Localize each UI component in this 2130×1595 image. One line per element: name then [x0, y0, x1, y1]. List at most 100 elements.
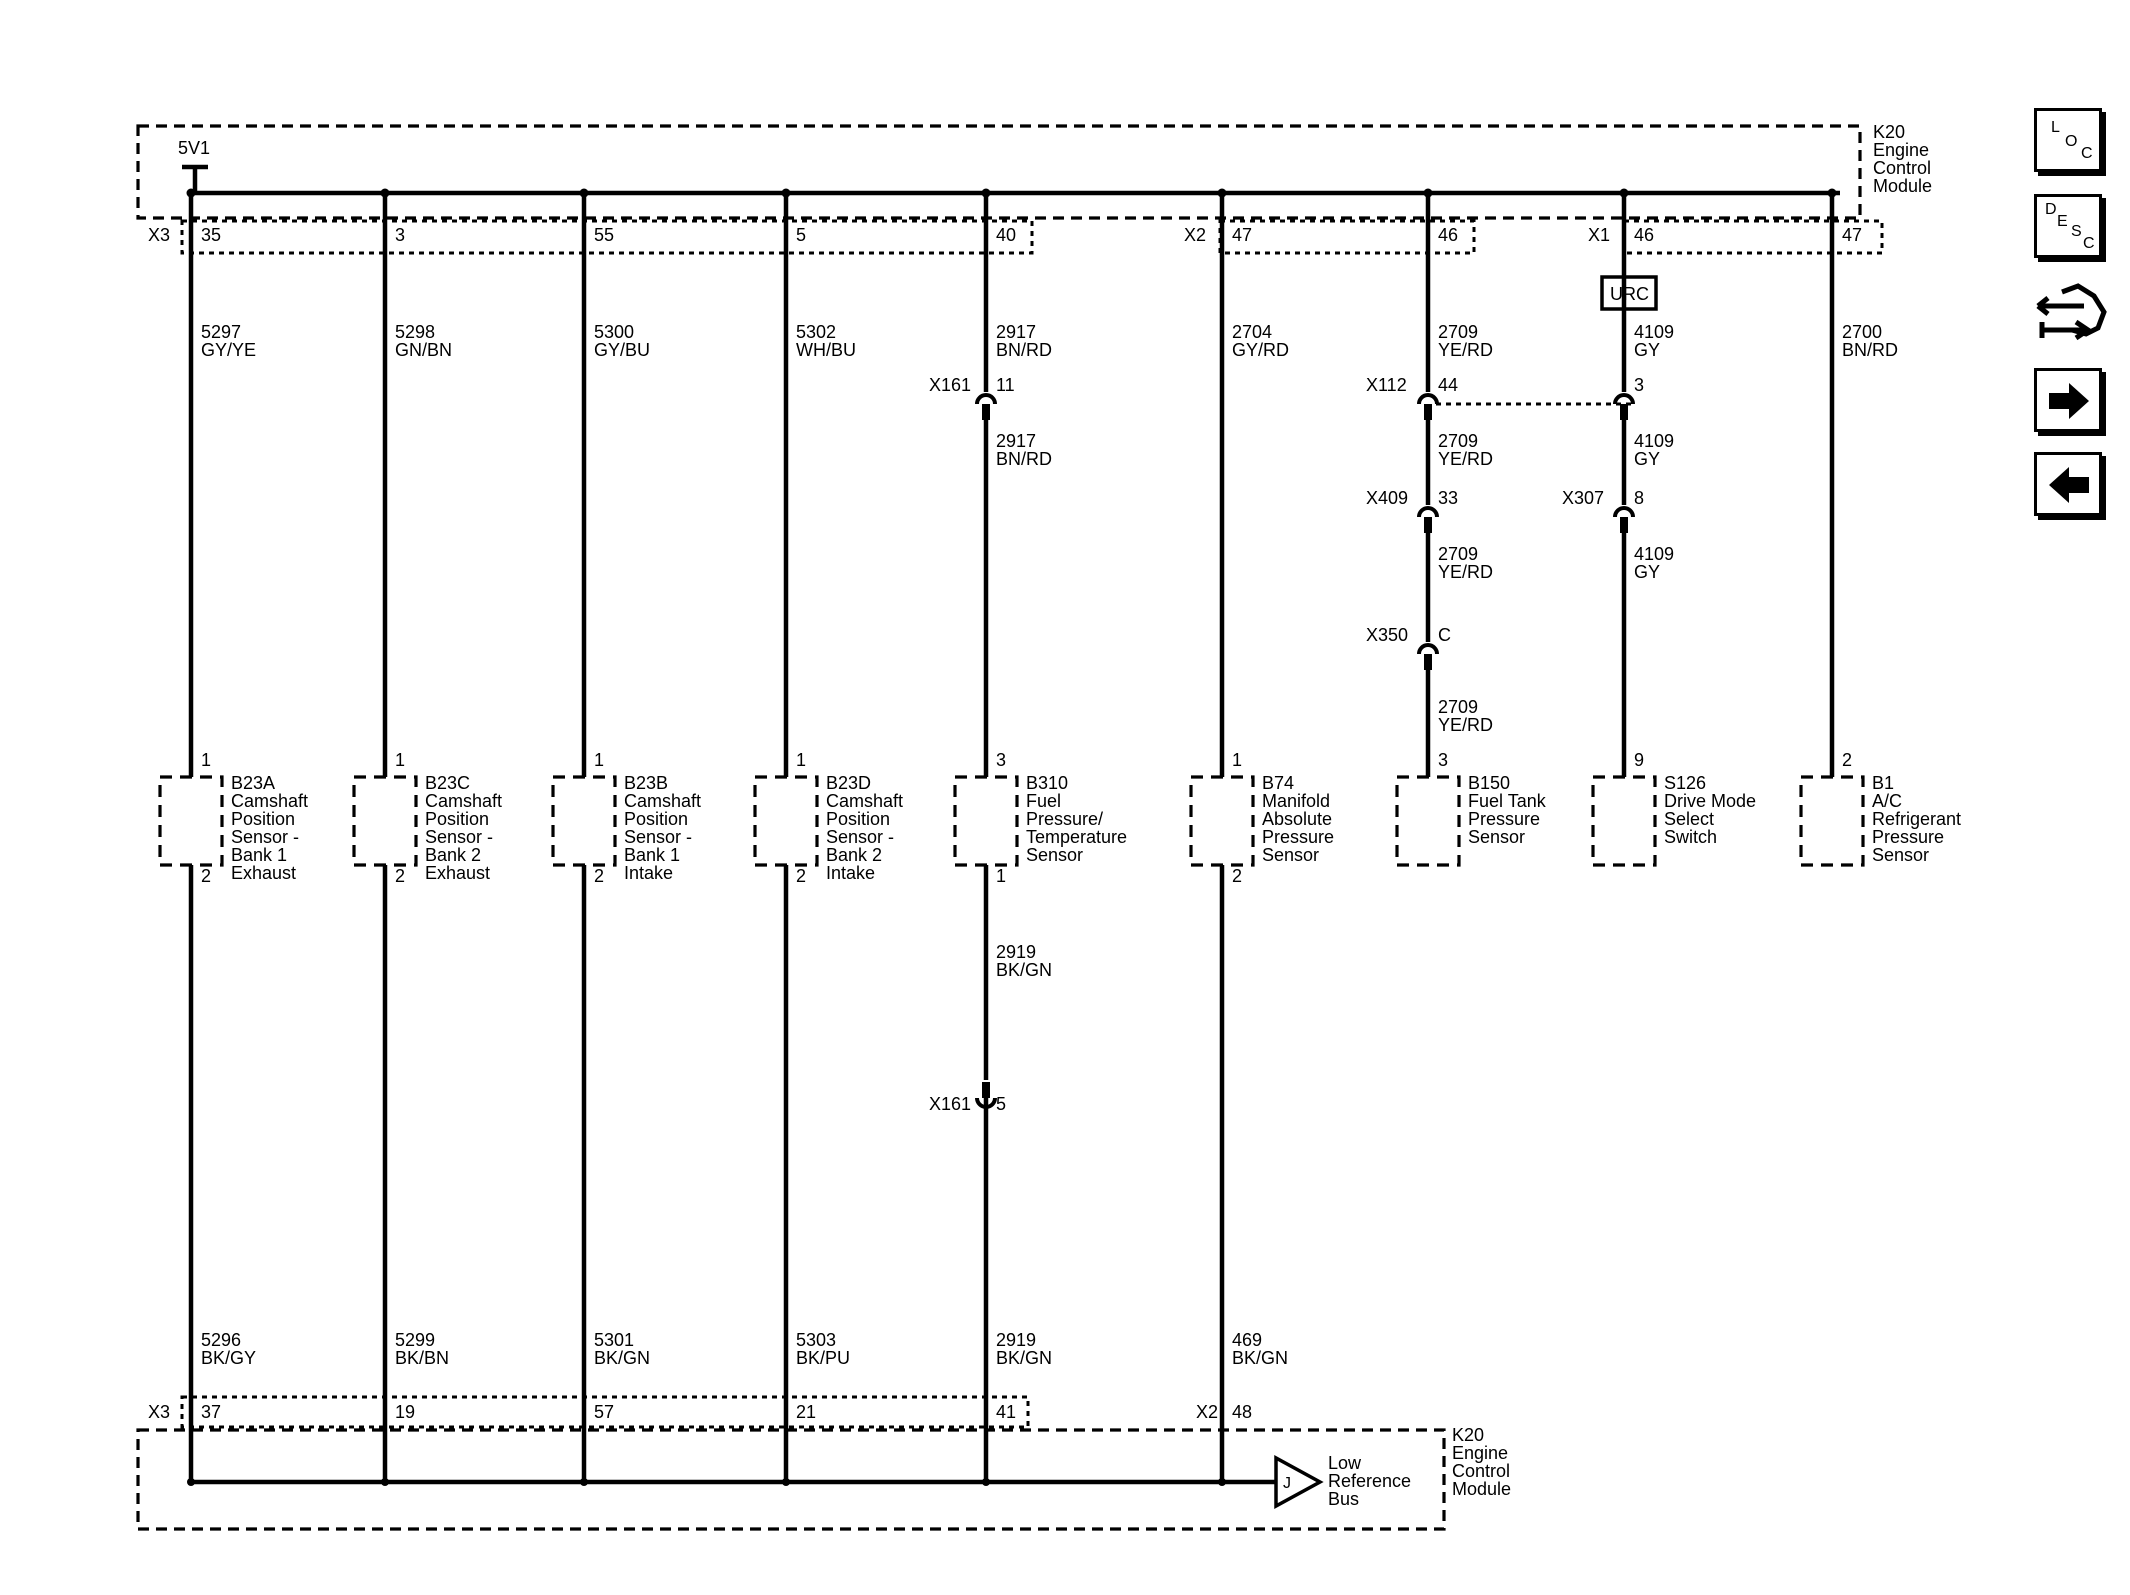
col4-inline2-pin: 5 — [996, 1094, 1006, 1114]
x2-top-connector-box — [1218, 219, 1476, 255]
col4-bottom-junction — [982, 1478, 990, 1486]
col5-component-name-2: Absolute — [1262, 809, 1332, 829]
col7-inline2-conn: X307 — [1562, 488, 1604, 508]
col3-sensor-pin-bottom: 2 — [796, 866, 806, 886]
next-page-button[interactable] — [2034, 368, 2102, 432]
col4-top-color: BN/RD — [996, 340, 1052, 360]
col7-inline2-color: GY — [1634, 562, 1660, 582]
col7-component-ref: S126 — [1664, 773, 1706, 793]
previous-page-button[interactable] — [2034, 452, 2102, 516]
col4-top-junction — [981, 188, 991, 198]
col1-component-name-2: Position — [425, 809, 489, 829]
col3-component-ref: B23D — [826, 773, 871, 793]
col6-inline3-conn: X350 — [1366, 625, 1408, 645]
col7-inline1-arc — [1613, 393, 1635, 405]
loc-button[interactable]: L O C — [2034, 108, 2102, 172]
col1-bottom-junction — [381, 1478, 389, 1486]
bus-label-1: Low — [1328, 1453, 1362, 1473]
col4-inline2-pin — [982, 1082, 990, 1098]
col6-inline1-circuit: 2709 — [1438, 431, 1478, 451]
col8-top-color: BN/RD — [1842, 340, 1898, 360]
col5-component-name-4: Sensor — [1262, 845, 1319, 865]
col6-top-color: YE/RD — [1438, 340, 1493, 360]
col0-component-ref: B23A — [231, 773, 275, 793]
supply-label: 5V1 — [178, 138, 210, 158]
desc-letter-c: C — [2083, 235, 2095, 252]
urc-box — [1600, 275, 1658, 311]
col0-sensor-pin-top: 1 — [201, 750, 211, 770]
col3-component-name-1: Camshaft — [826, 791, 903, 811]
col8-top-circuit: 2700 — [1842, 322, 1882, 342]
col4-component-box — [953, 775, 1019, 867]
desc-button[interactable]: D E S C — [2034, 194, 2102, 258]
col6-inline1-pin: 44 — [1438, 375, 1458, 395]
col5-component-name-1: Manifold — [1262, 791, 1330, 811]
col5-bottom-junction — [1218, 1478, 1226, 1486]
col5-sensor-pin-bottom: 2 — [1232, 866, 1242, 886]
col4-top-pin: 40 — [996, 225, 1016, 245]
col2-component-name-3: Sensor - — [624, 827, 692, 847]
col4-component-name-3: Temperature — [1026, 827, 1127, 847]
col4-sensor-pin-top: 3 — [996, 750, 1006, 770]
col8-component-ref: B1 — [1872, 773, 1894, 793]
col6-component-name-1: Fuel Tank — [1468, 791, 1547, 811]
col1-top-pin: 3 — [395, 225, 405, 245]
col1-component-name-4: Bank 2 — [425, 845, 481, 865]
col7-top-color: GY — [1634, 340, 1660, 360]
x3-bottom-connector-box — [180, 1395, 1030, 1429]
col6-inline2-pin: 33 — [1438, 488, 1458, 508]
col1-top-color: GN/BN — [395, 340, 452, 360]
col8-component-name-4: Sensor — [1872, 845, 1929, 865]
col6-top-circuit: 2709 — [1438, 322, 1478, 342]
col5-top-junction — [1217, 188, 1227, 198]
col6-inline1-color: YE/RD — [1438, 449, 1493, 469]
k20-bottom-module-box — [136, 1428, 1446, 1531]
col3-component-name-4: Bank 2 — [826, 845, 882, 865]
k20-bottom-name-1: Engine — [1452, 1443, 1508, 1463]
col4-bottom-circuit: 2919 — [996, 1330, 1036, 1350]
col4-inline1-color: BN/RD — [996, 449, 1052, 469]
k20-top-name-2: Control — [1873, 158, 1931, 178]
col2-bottom-circuit: 5301 — [594, 1330, 634, 1350]
col2-component-name-1: Camshaft — [624, 791, 701, 811]
loc-letter-l: L — [2051, 119, 2060, 136]
k20-bottom-name-2: Control — [1452, 1461, 1510, 1481]
col6-inline2-arc — [1417, 506, 1439, 518]
col1-component-name-1: Camshaft — [425, 791, 502, 811]
col5-component-name-3: Pressure — [1262, 827, 1334, 847]
col1-top-junction — [380, 188, 390, 198]
bus-label-3: Bus — [1328, 1489, 1359, 1509]
col6-inline3-color: YE/RD — [1438, 715, 1493, 735]
col2-component-name-5: Intake — [624, 863, 673, 883]
col6-top-pin: 46 — [1438, 225, 1458, 245]
col1-component-name-3: Sensor - — [425, 827, 493, 847]
col8-sensor-pin-top: 2 — [1842, 750, 1852, 770]
col4-component-name-2: Pressure/ — [1026, 809, 1103, 829]
col2-component-name-4: Bank 1 — [624, 845, 680, 865]
loc-letter-c: C — [2081, 145, 2093, 162]
col7-inline2-arc — [1613, 506, 1635, 518]
col0-component-name-1: Camshaft — [231, 791, 308, 811]
col4-mid-circuit: 2919 — [996, 942, 1036, 962]
col2-component-box — [551, 775, 617, 867]
col4-inline2-conn: X161 — [929, 1094, 971, 1114]
bus-symbol: J — [1283, 1475, 1291, 1492]
col3-bottom-pin: 21 — [796, 1402, 816, 1422]
col1-top-circuit: 5298 — [395, 322, 435, 342]
col5-bottom-color: BK/GN — [1232, 1348, 1288, 1368]
col5-component-box — [1189, 775, 1255, 867]
col0-bottom-circuit: 5296 — [201, 1330, 241, 1350]
connector-link-icon[interactable] — [2032, 278, 2112, 348]
col6-top-junction — [1423, 188, 1433, 198]
col7-inline2-circuit: 4109 — [1634, 544, 1674, 564]
col2-top-circuit: 5300 — [594, 322, 634, 342]
col7-inline2-pin: 8 — [1634, 488, 1644, 508]
desc-letter-d: D — [2045, 201, 2057, 218]
col2-bottom-pin: 57 — [594, 1402, 614, 1422]
col3-top-color: WH/BU — [796, 340, 856, 360]
col5-top-circuit: 2704 — [1232, 322, 1272, 342]
col2-top-junction — [579, 188, 589, 198]
col0-top-color: GY/YE — [201, 340, 256, 360]
col5-top-color: GY/RD — [1232, 340, 1289, 360]
